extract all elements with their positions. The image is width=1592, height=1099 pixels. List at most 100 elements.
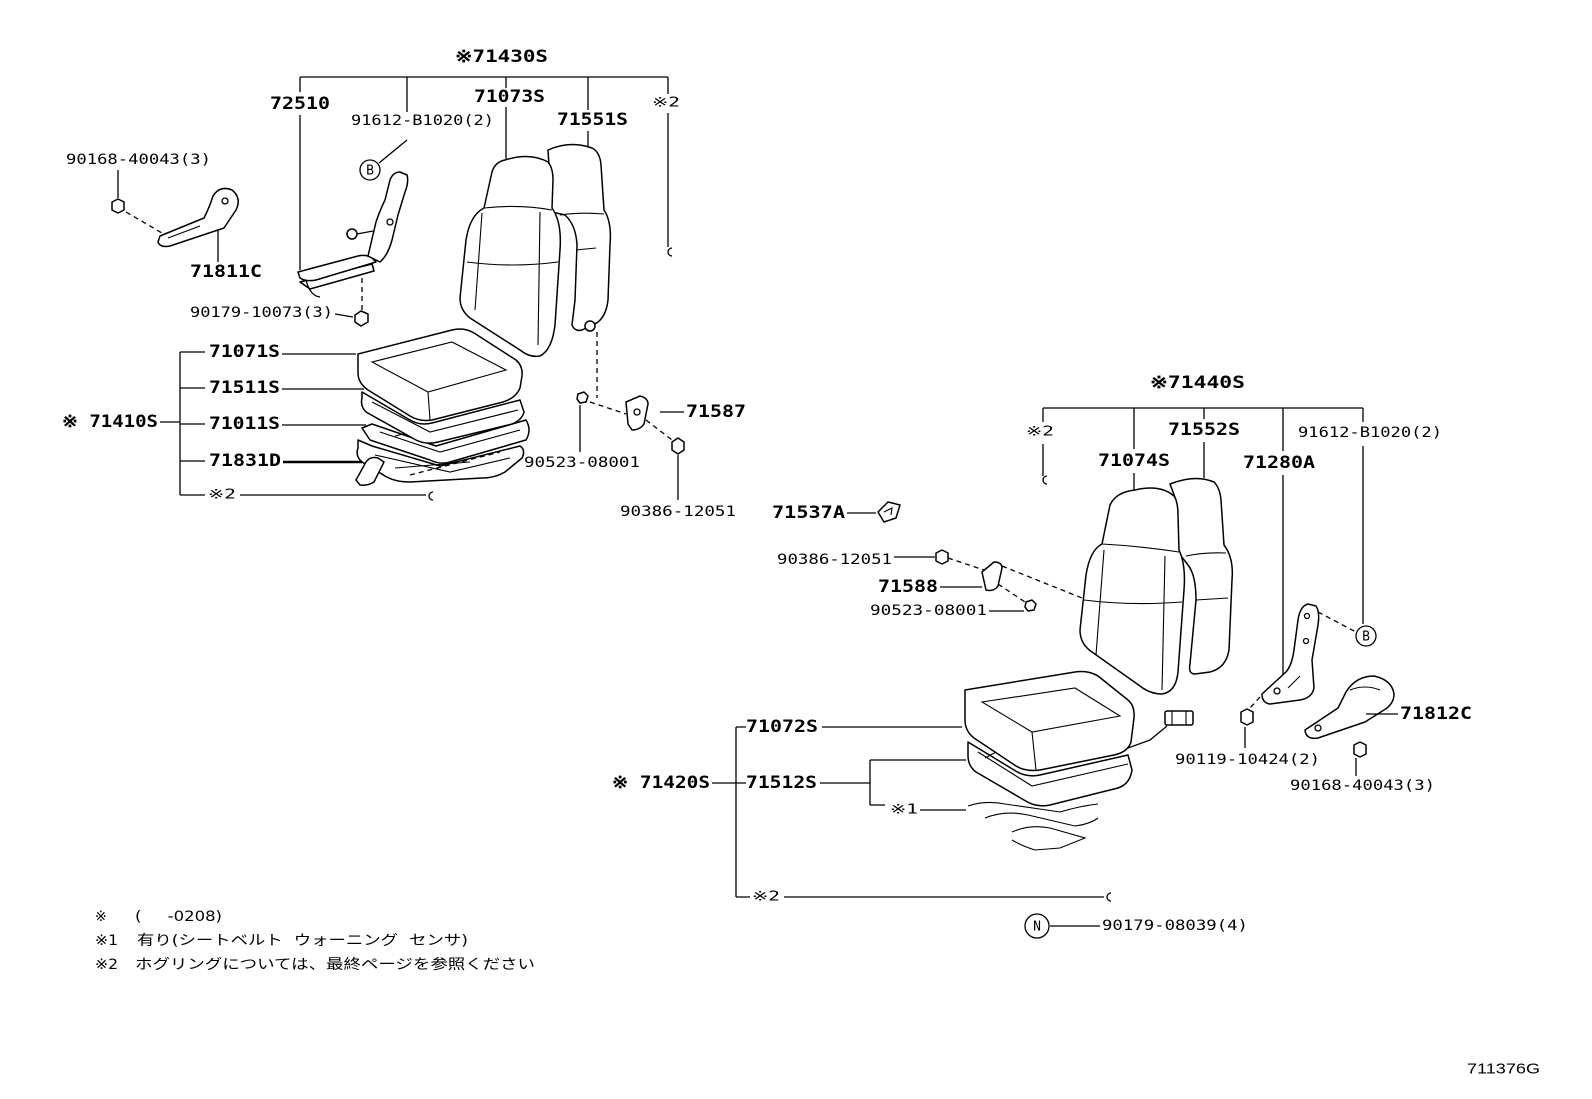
- label-71811c: 71811C: [190, 262, 262, 282]
- label-72510: 72510: [270, 94, 330, 114]
- label-90179-08039: 90179-08039(4): [1102, 918, 1248, 934]
- hog-ring-icon: [428, 491, 434, 501]
- bracket-hole: [633, 408, 641, 416]
- label-90386-right: 90386-12051: [777, 552, 892, 568]
- recliner-arm: [367, 171, 409, 263]
- label-71420s: ※ 71420S: [612, 773, 710, 793]
- label-71280a: 71280A: [1243, 453, 1315, 473]
- seatback-rear-71551s: [547, 143, 612, 332]
- cover-hole: [1314, 724, 1322, 732]
- label-90119: 90119-10424(2): [1175, 752, 1320, 768]
- seatback-front-71074s: [1079, 487, 1186, 695]
- n-marker-letter: N: [1033, 920, 1041, 935]
- bracket-71587: [625, 395, 649, 431]
- leader-91612-top: [378, 77, 408, 164]
- n-marker-circle: [1024, 913, 1050, 939]
- cover-detail: [1349, 686, 1381, 691]
- clip-detail: [883, 507, 893, 516]
- bolt-to-bracket-dashed: [589, 401, 627, 415]
- base-frame: [356, 439, 525, 483]
- seat-track-handle: [305, 279, 321, 298]
- cushion-assembly-bracket: [160, 351, 205, 496]
- bracket-to-bolt-dashed: [1249, 696, 1261, 709]
- base-frame-dashed: [409, 451, 501, 476]
- footnote-mark: ※1: [95, 933, 118, 949]
- label-71588: 71588: [878, 577, 938, 597]
- ring-mark-bottom-right: ※2: [752, 890, 780, 905]
- leader-90179-10073: [334, 313, 354, 318]
- cushion-cover-71071s: [357, 328, 523, 422]
- cover-hole: [221, 197, 229, 205]
- sensor-connector: [1164, 710, 1194, 726]
- b-marker-letter: B: [366, 164, 374, 179]
- cushion-pad-71511s: [360, 391, 525, 444]
- label-71074s: 71074S: [1098, 451, 1170, 471]
- cushion-pad-seam: [371, 401, 519, 433]
- seatback-front-71073s: [459, 155, 562, 358]
- label-71831d: 71831D: [209, 451, 281, 471]
- ring-mark-top-right: ※2: [1026, 425, 1054, 440]
- side-cover-71811c: [157, 187, 239, 248]
- footnote-mark: ※: [95, 909, 107, 925]
- screw-to-cover-dashed: [125, 211, 163, 234]
- cushion-cover-quilting: [370, 341, 508, 421]
- label-90179-10073: 90179-10073(3): [190, 305, 333, 321]
- cover-detail: [167, 225, 201, 239]
- cushion-assembly-bracket-right: [712, 726, 750, 898]
- screw-icon: [111, 198, 125, 214]
- lower-seat-group: ※71440S ※2 71552S 91612-B1020(2) 71074S …: [612, 373, 1472, 939]
- seatback-front-seams: [466, 205, 559, 346]
- hinge-bracket-hole: [1302, 637, 1310, 645]
- bracket-to-nut-dashed: [645, 419, 673, 441]
- label-90386-top: 90386-12051: [620, 504, 736, 520]
- seatback-rear-seam: [1185, 552, 1229, 601]
- label-71072s: 71072S: [746, 717, 818, 737]
- lower-assembly-label: ※71440S: [1150, 373, 1245, 393]
- hinge-bracket-slot: [1287, 675, 1301, 689]
- label-71512s: 71512S: [746, 773, 817, 793]
- drawing-number: 711376G: [1467, 1061, 1540, 1078]
- label-90168-right: 90168-40043(3): [1290, 778, 1435, 794]
- seatback-rear-seam: [559, 212, 605, 251]
- b-marker-circle: [1355, 625, 1377, 647]
- cushion-cover-quilting: [980, 687, 1122, 771]
- fastener-dashed-lines: [947, 557, 1083, 603]
- hinge-bolt-icon: [1240, 708, 1254, 726]
- clip-nut-icon: [671, 437, 685, 455]
- recliner-knob: [346, 228, 358, 240]
- seatback-front-seams: [1083, 543, 1183, 691]
- seat-track-rail: [297, 254, 377, 282]
- seatback-hinge: [584, 320, 596, 332]
- footnote-mark: ※2: [95, 957, 118, 973]
- label-71812c: 71812C: [1400, 704, 1472, 724]
- recliner-knob-shaft: [356, 230, 374, 235]
- hinge-bracket-hole: [1273, 687, 1281, 695]
- nut-icon: [354, 310, 369, 327]
- bolt-icon: [1024, 599, 1037, 612]
- label-71551s: 71551S: [557, 110, 628, 130]
- label-90523-top: 90523-08001: [524, 455, 640, 471]
- recliner-pivot: [386, 218, 394, 226]
- label-71071s: 71071S: [209, 342, 280, 362]
- label-71511s: 71511S: [209, 378, 280, 398]
- bolt-icon: [576, 391, 589, 404]
- ring-mark-bottom: ※2: [208, 488, 236, 503]
- seatback-rear-71552s: [1169, 477, 1234, 675]
- sensor-mark: ※1: [890, 803, 918, 818]
- hog-ring-icon: [1042, 475, 1048, 485]
- footnote-text: ホグリングについては、最終ページを参照ください: [135, 956, 535, 973]
- sensor-harness: [1127, 725, 1168, 749]
- footnote-text: ( -0208): [135, 909, 222, 925]
- connector-detail: [1171, 711, 1187, 725]
- label-71537a: 71537A: [772, 503, 845, 523]
- label-71011s: 71011S: [209, 414, 280, 434]
- label-90168-top: 90168-40043(3): [66, 152, 211, 168]
- label-91612-top: 91612-B1020(2): [351, 113, 494, 129]
- leader-71512s: [820, 759, 966, 806]
- clip-71537a: [877, 501, 901, 523]
- label-71073s: 71073S: [474, 87, 545, 107]
- ring-mark-top: ※2: [652, 96, 680, 111]
- lever-71831d: [355, 456, 385, 486]
- hog-ring-icon: [1106, 892, 1112, 902]
